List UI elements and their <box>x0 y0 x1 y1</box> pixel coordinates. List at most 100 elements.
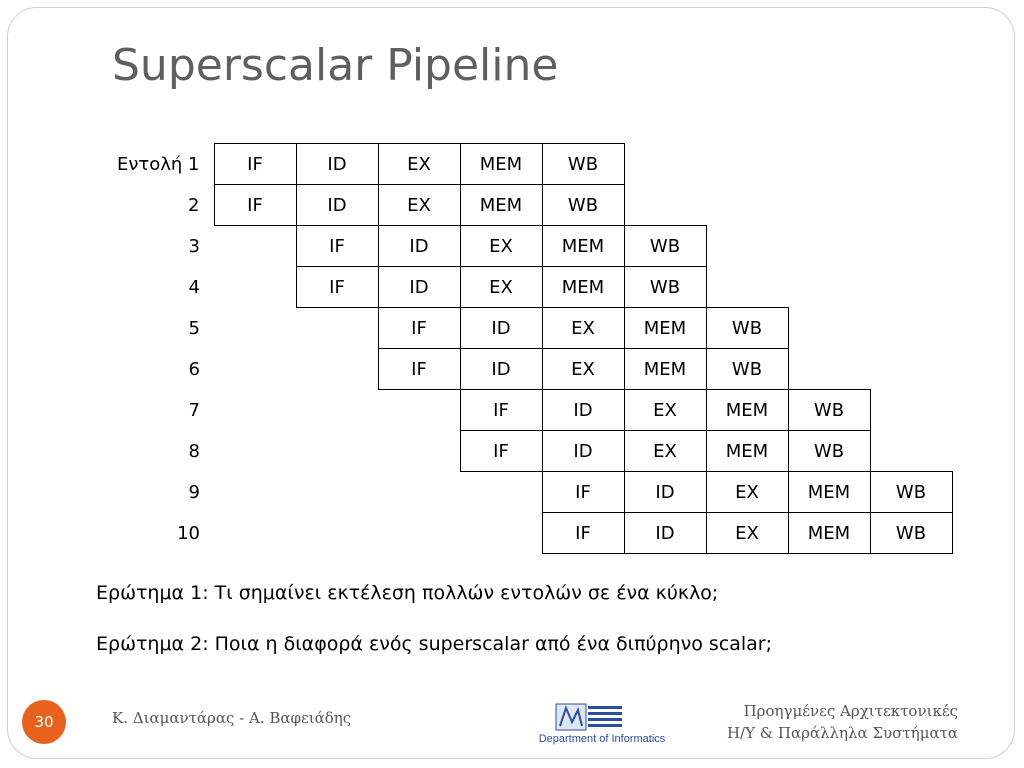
stage-cell: ID <box>295 143 379 185</box>
instruction-label: 6 <box>188 358 200 380</box>
stage-cell: EX <box>459 225 543 267</box>
empty-cell <box>296 472 378 513</box>
empty-cell <box>706 226 788 267</box>
stage-cell: IF <box>213 184 297 226</box>
department-logo: Department of Informatics <box>539 703 666 745</box>
stage-cell: ID <box>295 184 379 226</box>
stage-cell: EX <box>377 143 461 185</box>
empty-cell <box>460 472 542 513</box>
empty-cell <box>214 431 296 472</box>
stage-cell: ID <box>377 266 461 308</box>
stage-cell: WB <box>541 143 625 185</box>
empty-cell <box>788 349 870 390</box>
stage-cell: EX <box>459 266 543 308</box>
stage-cell: IF <box>377 348 461 390</box>
instruction-label: 8 <box>188 440 200 462</box>
empty-cell <box>870 349 952 390</box>
stage-cell: MEM <box>705 430 789 472</box>
instruction-label: 7 <box>188 399 200 421</box>
empty-cell <box>296 390 378 431</box>
stage-cell: MEM <box>623 348 707 390</box>
empty-cell <box>378 390 460 431</box>
empty-cell <box>460 513 542 554</box>
stage-cell: ID <box>459 348 543 390</box>
instruction-label: 2 <box>188 194 200 216</box>
stage-cell: MEM <box>541 266 625 308</box>
empty-cell <box>624 144 706 185</box>
empty-cell <box>870 390 952 431</box>
empty-cell <box>214 390 296 431</box>
stage-cell: ID <box>541 389 625 431</box>
empty-cell <box>870 144 952 185</box>
instruction-label: 3 <box>188 235 200 257</box>
empty-cell <box>296 308 378 349</box>
empty-cell <box>788 226 870 267</box>
stage-cell: WB <box>869 471 953 513</box>
instruction-label: 4 <box>188 276 200 298</box>
stage-cell: WB <box>787 430 871 472</box>
stage-cell: WB <box>787 389 871 431</box>
stage-cell: WB <box>623 266 707 308</box>
course-title-line-1: Προηγμένες Αρχιτεκτονικές <box>743 702 958 720</box>
empty-cell <box>706 185 788 226</box>
logo-text: Department of Informatics <box>539 733 666 745</box>
stage-cell: EX <box>541 348 625 390</box>
empty-cell <box>296 431 378 472</box>
stage-cell: EX <box>623 389 707 431</box>
empty-cell <box>870 226 952 267</box>
stage-cell: WB <box>623 225 707 267</box>
question-1: Ερώτημα 1: Τι σημαίνει εκτέλεση πολλών ε… <box>96 582 719 604</box>
stage-cell: MEM <box>623 307 707 349</box>
question-2: Ερώτημα 2: Ποια η διαφορά ενός superscal… <box>96 633 773 655</box>
stage-cell: ID <box>623 471 707 513</box>
stage-cell: WB <box>705 348 789 390</box>
stage-cell: WB <box>705 307 789 349</box>
stage-cell: IF <box>459 389 543 431</box>
stage-cell: MEM <box>459 184 543 226</box>
stage-cell: EX <box>377 184 461 226</box>
empty-cell <box>378 431 460 472</box>
empty-cell <box>788 144 870 185</box>
empty-cell <box>788 308 870 349</box>
stage-cell: EX <box>541 307 625 349</box>
empty-cell <box>788 185 870 226</box>
stage-cell: IF <box>541 512 625 554</box>
empty-cell <box>214 226 296 267</box>
empty-cell <box>378 472 460 513</box>
course-title-line-2: Η/Υ & Παράλληλα Συστήματα <box>726 724 958 742</box>
empty-cell <box>870 267 952 308</box>
stage-cell: IF <box>541 471 625 513</box>
stage-cell: ID <box>459 307 543 349</box>
empty-cell <box>870 185 952 226</box>
stage-cell: WB <box>869 512 953 554</box>
stage-cell: IF <box>213 143 297 185</box>
slide-title: Superscalar Pipeline <box>112 40 559 91</box>
empty-cell <box>214 349 296 390</box>
stage-cell: MEM <box>705 389 789 431</box>
empty-cell <box>214 513 296 554</box>
stage-cell: MEM <box>787 512 871 554</box>
empty-cell <box>788 267 870 308</box>
page-number-badge: 30 <box>22 700 66 744</box>
empty-cell <box>214 308 296 349</box>
empty-cell <box>296 513 378 554</box>
stage-cell: IF <box>459 430 543 472</box>
stage-cell: WB <box>541 184 625 226</box>
stage-cell: ID <box>623 512 707 554</box>
stage-cell: IF <box>295 225 379 267</box>
stage-cell: ID <box>377 225 461 267</box>
empty-cell <box>706 267 788 308</box>
empty-cell <box>214 472 296 513</box>
course-title: Προηγμένες Αρχιτεκτονικές Η/Υ & Παράλληλ… <box>727 700 958 744</box>
instruction-label: 9 <box>188 481 200 503</box>
stage-cell: MEM <box>459 143 543 185</box>
